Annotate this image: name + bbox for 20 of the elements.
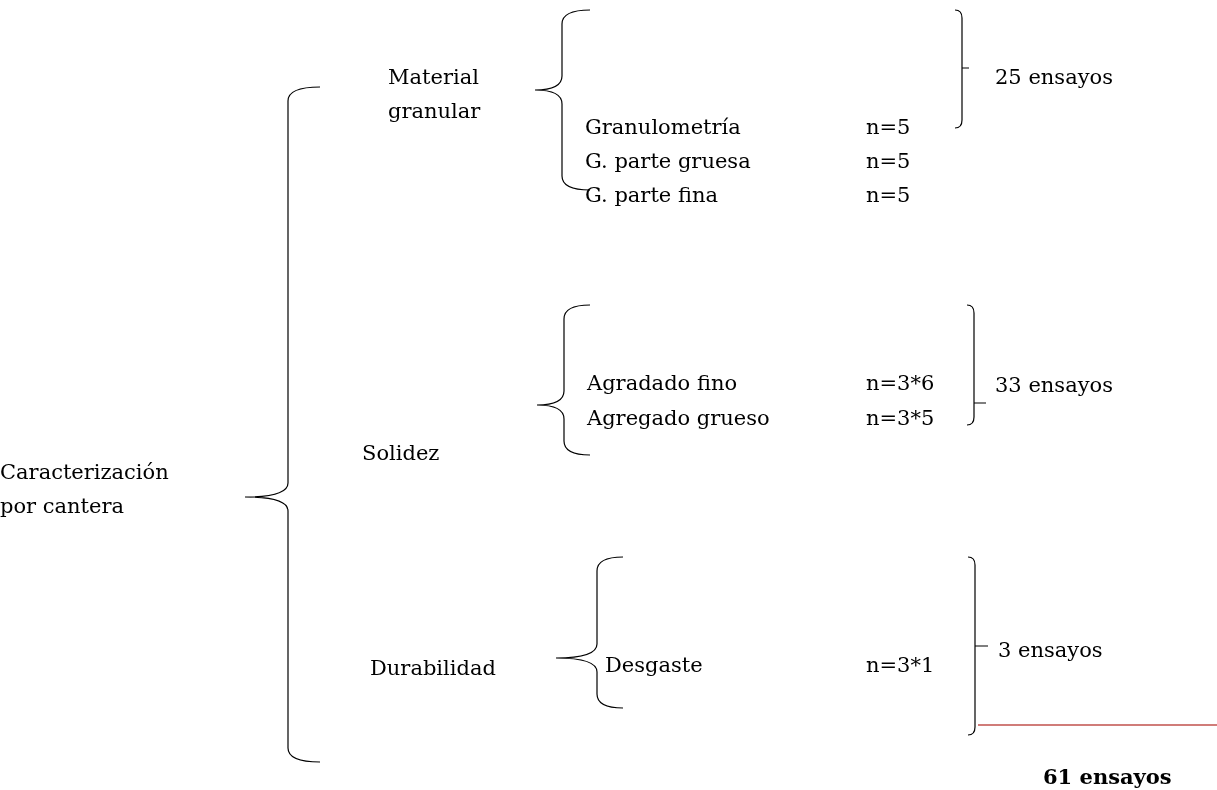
count-label: n=5 xyxy=(866,148,911,175)
total-label: 33 ensayos xyxy=(995,372,1113,399)
count-label: n=5 xyxy=(866,114,911,141)
item-label: G. parte gruesa xyxy=(585,148,751,175)
count-label: n=3*5 xyxy=(866,405,935,432)
item-label: Desgaste xyxy=(605,652,703,679)
total-label: 25 ensayos xyxy=(995,64,1113,91)
count-label: n=5 xyxy=(866,182,911,209)
total-label: 3 ensayos xyxy=(998,637,1103,664)
count-label: n=3*1 xyxy=(866,652,935,679)
item-label: Agregado grueso xyxy=(587,405,770,432)
item-label: Agradado fino xyxy=(587,370,738,397)
count-label: n=3*6 xyxy=(866,370,935,397)
category-label: Caracterización por cantera xyxy=(0,459,170,520)
grand-total-label: 61 ensayos xyxy=(1043,763,1172,790)
category-label: Durabilidad xyxy=(370,655,496,682)
item-label: Granulometría xyxy=(585,114,741,141)
category-label: Material granular xyxy=(388,64,482,125)
category-label: Solidez xyxy=(362,440,440,467)
item-label: G. parte fina xyxy=(585,182,718,209)
